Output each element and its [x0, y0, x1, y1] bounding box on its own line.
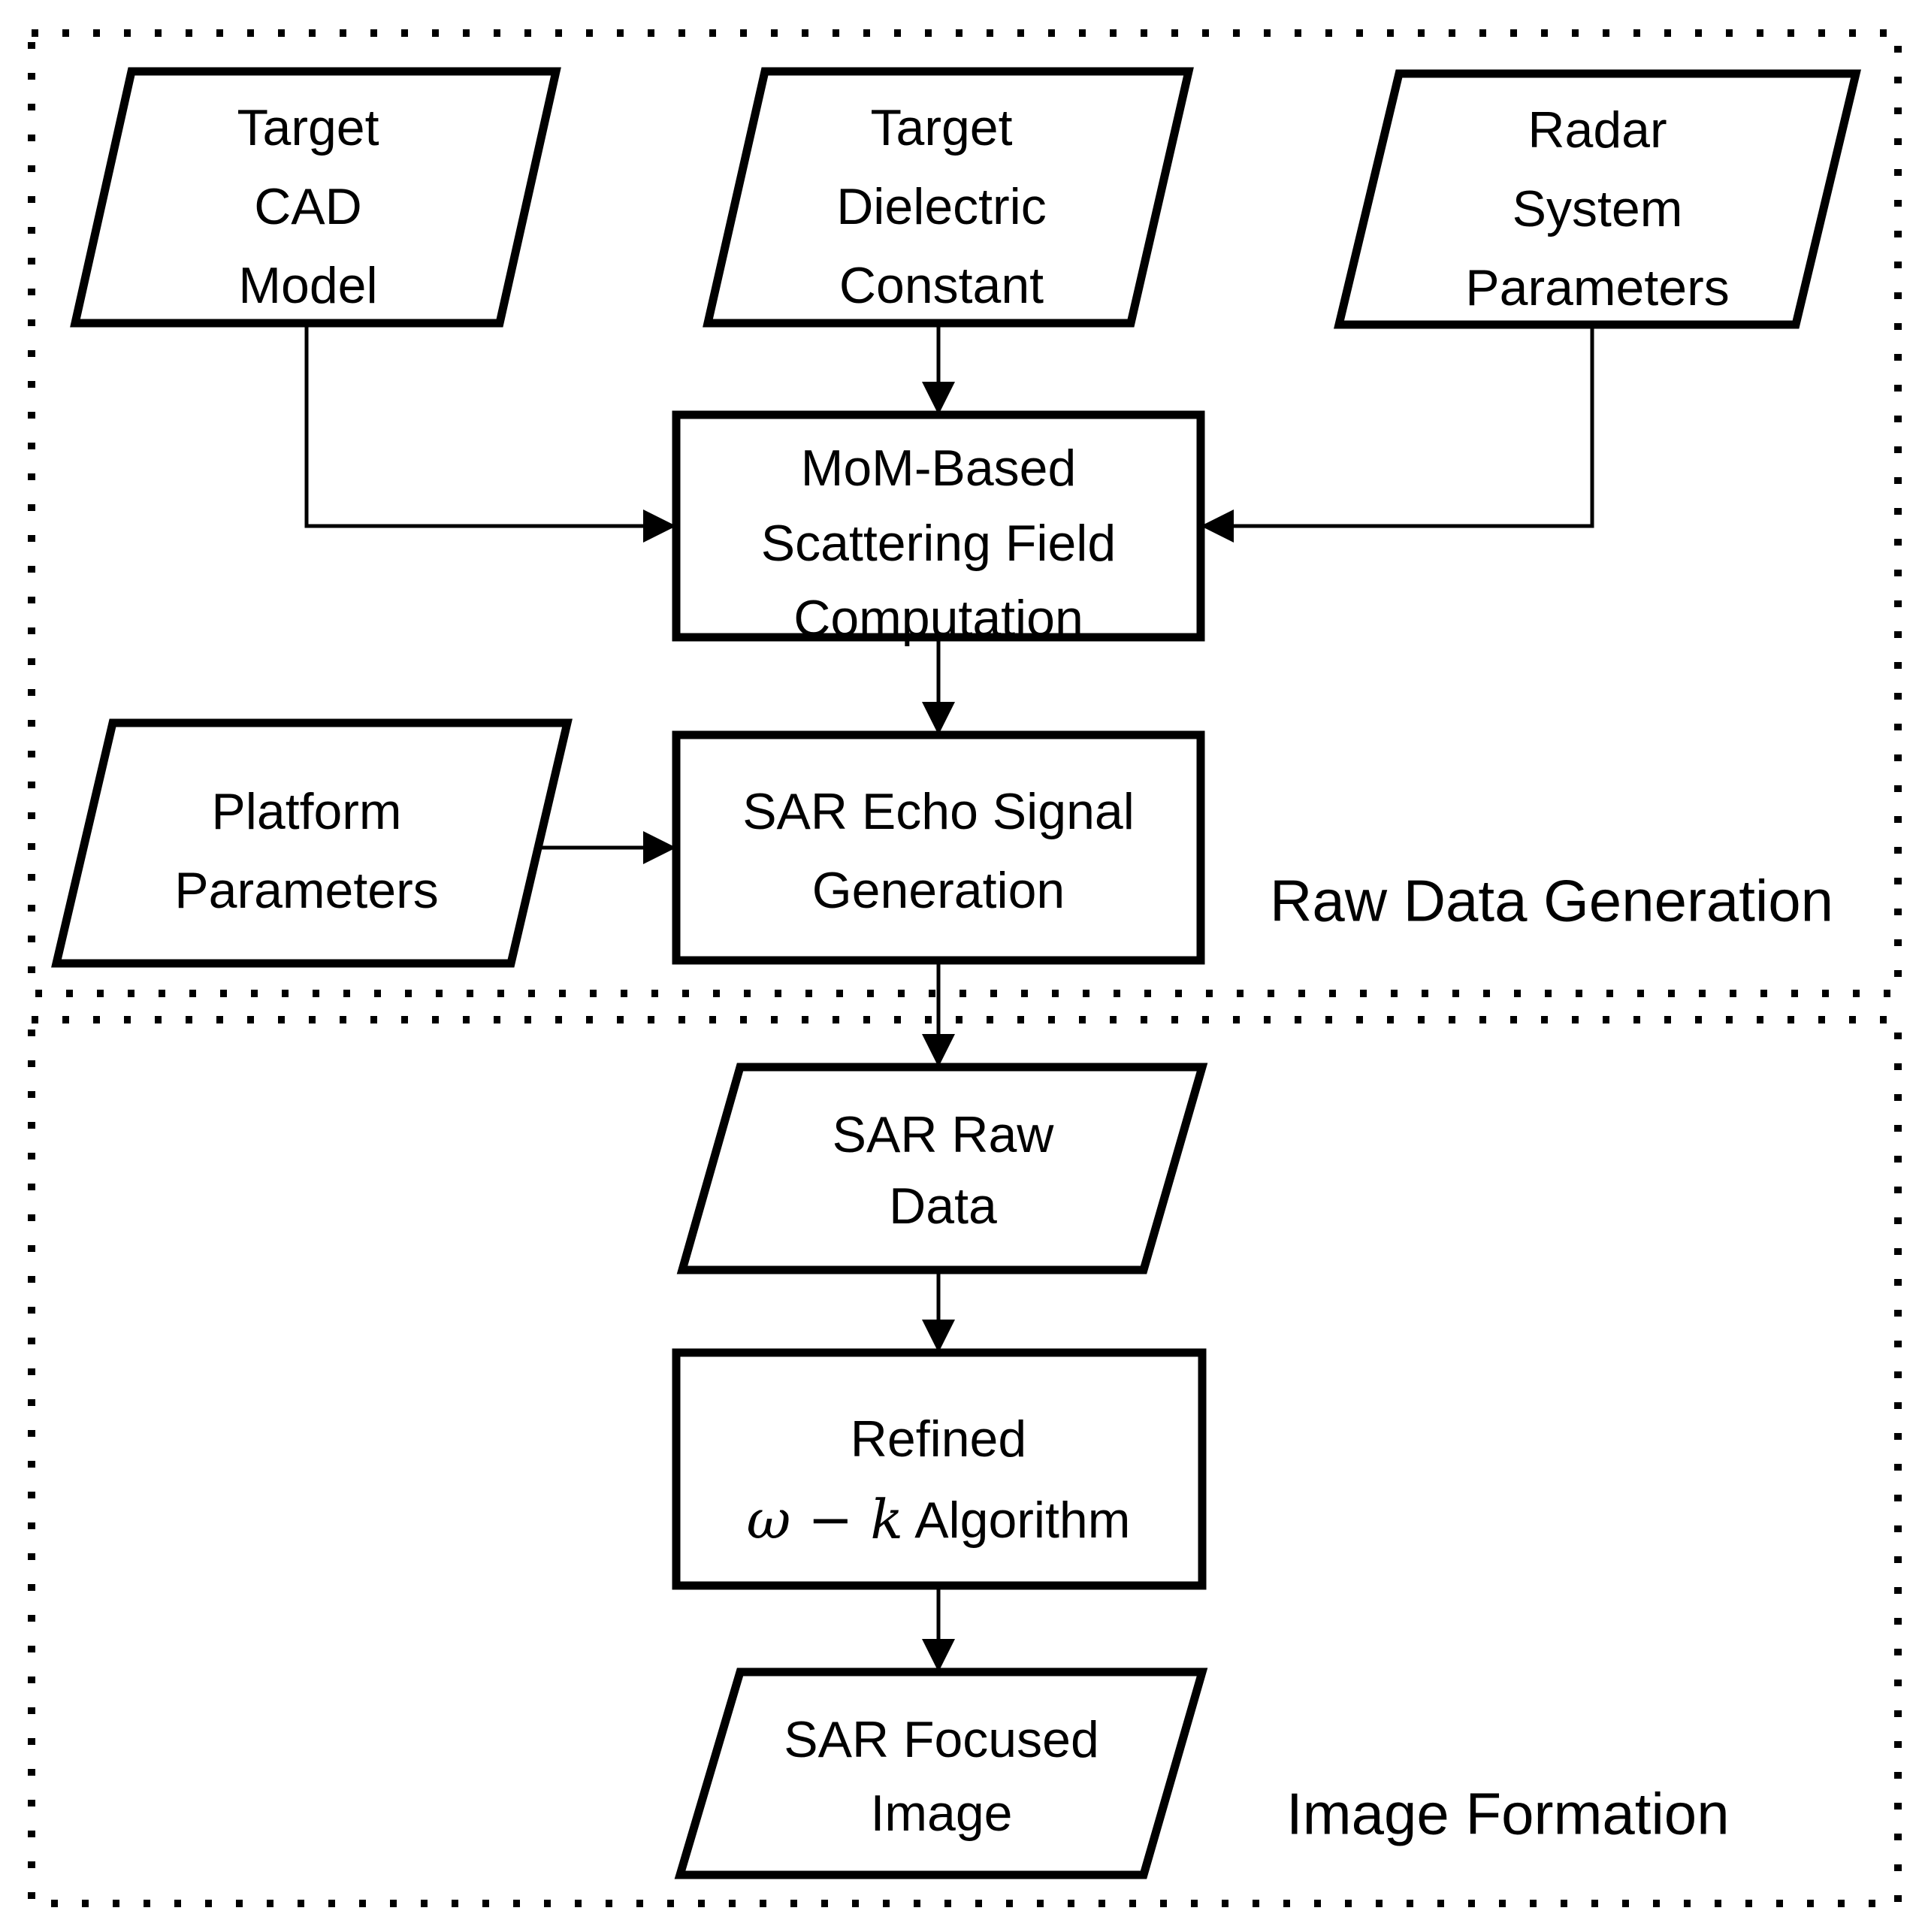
platform-parameters-shape: [51, 718, 573, 968]
target-cad-model-shape: [70, 67, 561, 328]
node-radar-system-parameters[interactable]: Radar System Parameters: [1334, 69, 1861, 329]
target-dielectric-constant-line-1: Target: [871, 99, 1013, 156]
edge-platform-to-echo: [526, 831, 676, 864]
target-dielectric-constant-shape: [703, 67, 1194, 328]
sar-echo-signal-generation-line-2: Generation: [812, 862, 1065, 919]
target-dielectric-constant-line-3: Constant: [839, 257, 1044, 314]
sar-focused-image-line-1: SAR Focused: [784, 1711, 1099, 1768]
target-cad-model-line-2: CAD: [254, 178, 362, 235]
group-label-raw-data-generation: Raw Data Generation: [1270, 868, 1833, 934]
target-cad-model-line-3: Model: [238, 257, 377, 314]
refined-omega-k-line-1: Refined: [851, 1410, 1026, 1468]
node-platform-parameters[interactable]: Platform Parameters: [51, 718, 573, 968]
sar-raw-data-line-1: SAR Raw: [833, 1106, 1055, 1163]
edge-cad-to-mom: [304, 323, 676, 543]
node-sar-focused-image[interactable]: SAR Focused Image: [674, 1667, 1208, 1879]
target-cad-model-line-1: Target: [237, 99, 379, 156]
edge-radar-to-mom: [1201, 325, 1594, 543]
sar-raw-data-line-2: Data: [889, 1178, 997, 1235]
edge-mom-to-echo: [922, 637, 955, 735]
edge-dielectric-to-mom: [922, 323, 955, 415]
radar-system-parameters-line-2: System: [1513, 180, 1683, 237]
edge-raw-data-to-refined: [922, 1270, 955, 1353]
group-label-image-formation: Image Formation: [1286, 1781, 1730, 1847]
edge-echo-to-raw-data: [922, 960, 955, 1067]
node-refined-omega-k[interactable]: Refined ω − k Algorithm: [672, 1348, 1207, 1590]
mom-scattering-shape: [672, 410, 1205, 642]
edge-refined-to-focused-image: [922, 1586, 955, 1672]
group-box-image-formation: [28, 1016, 1902, 1907]
group-box-raw-data-generation: [28, 29, 1902, 997]
sar-echo-signal-generation-line-1: SAR Echo Signal: [742, 783, 1135, 840]
omega-minus-k-symbol: ω − k: [747, 1488, 903, 1551]
sar-focused-image-line-2: Image: [871, 1785, 1013, 1842]
refined-omega-k-formula: ω − k Algorithm: [747, 1488, 1131, 1551]
mom-scattering-line-1: MoM-Based: [801, 440, 1077, 497]
node-sar-echo-signal-generation[interactable]: SAR Echo Signal Generation: [672, 730, 1205, 965]
mom-scattering-line-2: Scattering Field: [761, 515, 1116, 572]
target-dielectric-constant-line-2: Dielectric: [836, 178, 1047, 235]
node-sar-raw-data[interactable]: SAR Raw Data: [676, 1063, 1208, 1274]
platform-parameters-line-2: Parameters: [174, 862, 438, 919]
radar-system-parameters-shape: [1334, 69, 1861, 329]
platform-parameters-line-1: Platform: [211, 783, 401, 840]
sar-echo-signal-generation-shape: [672, 730, 1205, 965]
mom-scattering-line-3: Computation: [793, 590, 1083, 647]
node-target-cad-model[interactable]: Target CAD Model: [70, 67, 561, 328]
sar-raw-data-shape: [676, 1063, 1208, 1274]
sar-focused-image-shape: [674, 1667, 1208, 1879]
refined-omega-k-shape: [672, 1348, 1207, 1590]
radar-system-parameters-line-1: Radar: [1528, 101, 1667, 159]
node-target-dielectric-constant[interactable]: Target Dielectric Constant: [703, 67, 1194, 328]
refined-omega-k-algorithm-word: Algorithm: [903, 1492, 1130, 1549]
node-mom-scattering[interactable]: MoM-Based Scattering Field Computation: [672, 410, 1205, 647]
radar-system-parameters-line-3: Parameters: [1465, 259, 1729, 316]
